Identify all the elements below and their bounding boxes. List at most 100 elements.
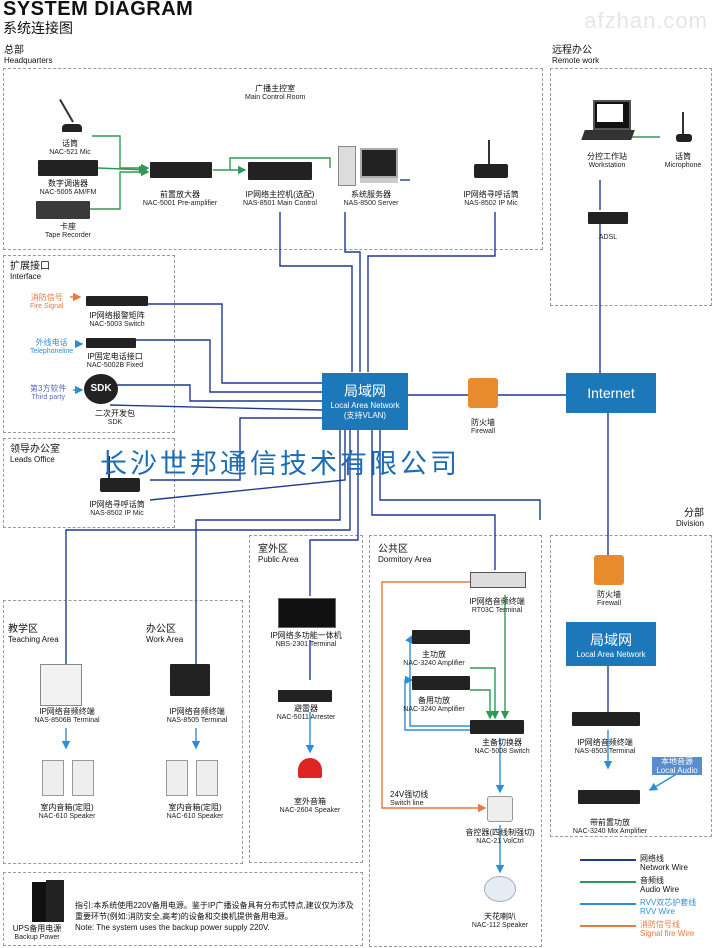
company-name: 长沙世邦通信技术有限公司: [100, 449, 460, 479]
firewall-icon: [468, 378, 498, 408]
alarm-matrix-image: [86, 296, 148, 306]
ups-image-left: [32, 882, 50, 922]
teaching-work-region: [3, 600, 243, 864]
remote-region: [550, 68, 712, 306]
hq-region: [3, 68, 543, 250]
sdk-icon: SDK: [84, 374, 118, 404]
switch-image: [470, 720, 524, 734]
work-speaker-right-image: [196, 760, 218, 796]
internet-box: Internet: [566, 373, 656, 413]
volume-control-label: 音控器(四线制强切)NAC-21 VolCtrl: [465, 828, 535, 845]
outdoor-region: [249, 535, 363, 863]
work-speaker-left-image: [166, 760, 188, 796]
teaching-terminal-image: [40, 664, 82, 706]
watermark: afzhan.com: [584, 8, 708, 33]
adsl-label: ADSL: [598, 234, 618, 241]
main-amp-image: [412, 630, 470, 644]
rt03c-image: [470, 572, 526, 588]
backup-amp-image: [412, 676, 470, 690]
dormitory-region: [369, 535, 542, 947]
phone-interface-image: [86, 338, 136, 348]
diagram-title: SYSTEM DIAGRAM: [3, 0, 194, 20]
leads-mic-image: [98, 456, 142, 496]
tuner-image: [38, 160, 98, 176]
interface-region: [3, 255, 175, 433]
arrester-image: [278, 690, 332, 702]
laptop-image: [581, 100, 635, 144]
leads-region: [3, 438, 175, 528]
mic-image: [59, 96, 82, 134]
teaching-speaker-label: 室内音箱(定阻)NAC-610 Speaker: [38, 803, 96, 820]
lan-box: 局域网 Local Area Network (支持VLAN): [322, 373, 408, 430]
ceiling-speaker-image: [484, 876, 516, 902]
tape-recorder-image: [36, 201, 90, 219]
work-speaker-label: 室内音箱(定阻)NAC-610 Speaker: [166, 803, 224, 820]
division-amp-image: [578, 790, 640, 804]
division-terminal-image: [572, 712, 640, 726]
remote-mic-image: [676, 112, 692, 142]
ups-region: [3, 872, 363, 946]
ups-image-right: [46, 880, 64, 922]
work-terminal-image: [170, 664, 210, 696]
division-region: [550, 535, 712, 837]
adsl-image: [588, 212, 628, 224]
outdoor-speaker-image: [298, 758, 322, 778]
nbs-image: [278, 598, 336, 628]
note-en: Note: The system uses the backup power s…: [75, 923, 270, 932]
division-lan-box: 局域网 Local Area Network: [566, 622, 656, 666]
main-control-device-label: IP网络主控机(选配)NAS-8501 Main Control: [243, 190, 317, 207]
teaching-speaker-left-image: [42, 760, 64, 796]
preamp-image: [150, 162, 212, 178]
volume-control-image: [487, 796, 513, 822]
main-control-image: [248, 162, 312, 180]
division-firewall-icon: [594, 555, 624, 585]
diagram-subtitle: 系统连接图: [3, 20, 73, 36]
